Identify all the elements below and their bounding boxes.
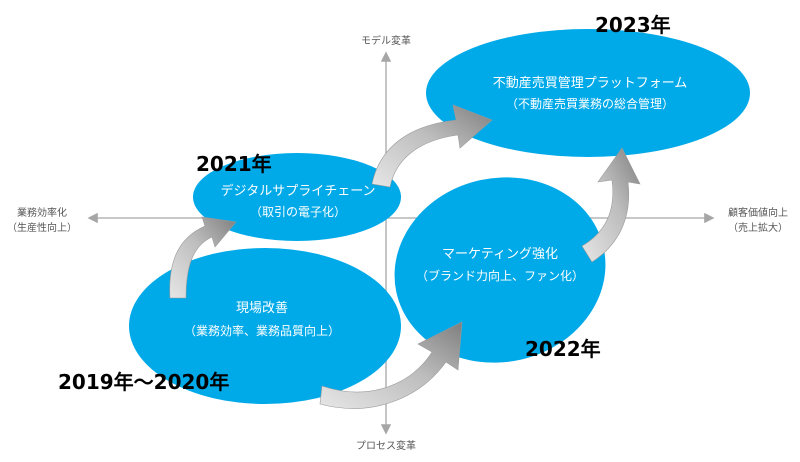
axis-label-bottom: プロセス変革 bbox=[356, 439, 416, 452]
node-marketing-title: マーケティング強化 bbox=[442, 247, 558, 262]
axis-label-left-sub: （生産性向上） bbox=[7, 221, 77, 234]
node-digital-title: デジタルサプライチェーン bbox=[220, 183, 375, 199]
node-platform-title: 不動産売買管理プラットフォーム bbox=[493, 75, 688, 91]
node-platform-subtitle: （不動産売買業務の総合管理） bbox=[506, 96, 674, 111]
year-label-2021: 2021年 bbox=[196, 152, 272, 176]
arrow-genba-to-digital bbox=[169, 216, 237, 299]
year-label-2019-2020: 2019年～2020年 bbox=[58, 370, 229, 394]
arrow-genba-to-marketing bbox=[319, 321, 463, 409]
node-genba-title: 現場改善 bbox=[236, 300, 288, 316]
year-label-2022: 2022年 bbox=[525, 337, 601, 361]
axis-label-left: 業務効率化 bbox=[17, 206, 67, 219]
axis-label-right-sub: （売上拡大） bbox=[728, 221, 788, 234]
axis-label-top: モデル変革 bbox=[361, 34, 411, 47]
node-digital-ellipse bbox=[193, 153, 401, 241]
arrow-marketing-to-platform bbox=[581, 147, 641, 263]
node-marketing-ellipse bbox=[394, 177, 606, 363]
arrow-digital-to-platform bbox=[371, 104, 493, 188]
node-platform-ellipse bbox=[426, 29, 750, 157]
axis-label-right: 顧客価値向上 bbox=[728, 206, 788, 219]
node-genba-subtitle: （業務効率、業務品質向上） bbox=[184, 323, 340, 338]
node-marketing-subtitle: （ブランド力向上、ファン化） bbox=[416, 268, 584, 283]
node-genba-ellipse bbox=[129, 248, 401, 404]
node-digital-subtitle: （取引の電子化） bbox=[250, 205, 346, 219]
year-label-2023: 2023年 bbox=[595, 13, 671, 37]
